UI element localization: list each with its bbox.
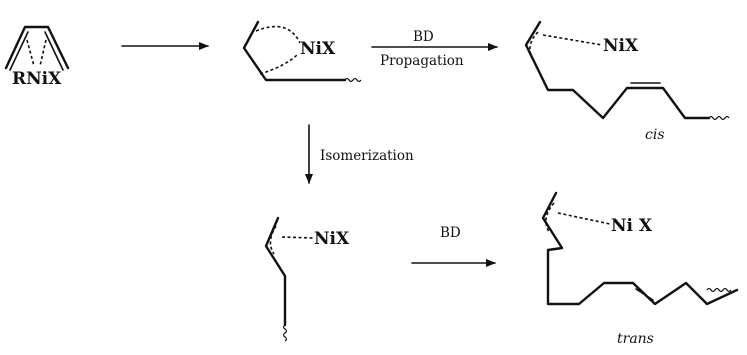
rnix-label: RNiX xyxy=(12,69,62,89)
isomerized-allyl-intermediate: NiX xyxy=(264,216,350,342)
propagation-label: Propagation xyxy=(380,53,464,69)
allyl-nix-intermediate: NiX xyxy=(242,20,362,83)
isomerized-nix-label: NiX xyxy=(314,229,350,249)
cis-nix-label: NiX xyxy=(603,36,639,56)
propagation-reagent: BD xyxy=(413,29,434,45)
isomerization-step: Isomerization xyxy=(305,124,414,184)
intermediate-nix-label: NiX xyxy=(300,39,336,59)
trans-nix-label: Ni X xyxy=(611,216,653,236)
trans-label: trans xyxy=(617,331,654,347)
second-addition-step: BD xyxy=(411,225,496,267)
propagation-step: BD Propagation xyxy=(371,29,498,69)
butadiene-rnix-complex: RNiX xyxy=(4,25,70,89)
cis-label: cis xyxy=(645,127,665,143)
second-addition-reagent: BD xyxy=(440,225,461,241)
trans-product: Ni X trans xyxy=(541,191,739,347)
isomerization-label: Isomerization xyxy=(320,148,414,164)
cis-product: NiX cis xyxy=(524,20,730,143)
